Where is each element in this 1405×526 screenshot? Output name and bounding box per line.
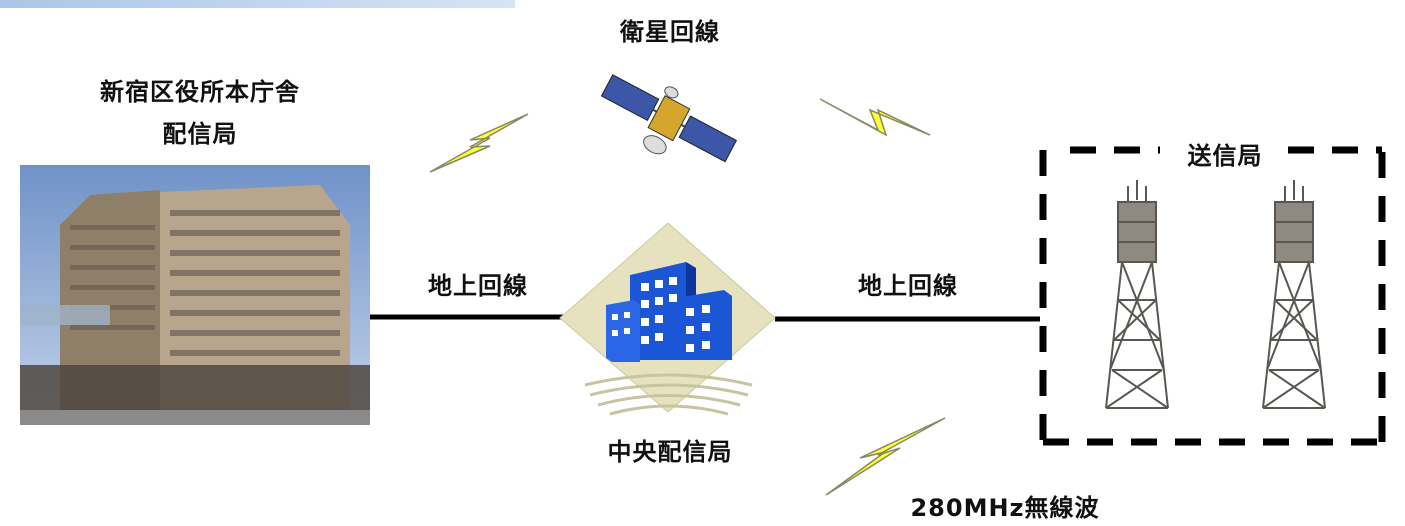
radio-tower-icon xyxy=(1105,180,1169,409)
ground-link-left-label: 地上回線 xyxy=(428,272,528,300)
central-station-label: 中央配信局 xyxy=(607,438,733,466)
hq-building-photo xyxy=(20,165,370,425)
transmit-station-label: 送信局 xyxy=(1165,136,1285,171)
hq-station-label-line2: 配信局 xyxy=(162,120,238,148)
lightning-bolt-icon xyxy=(429,113,529,173)
header-accent-bar xyxy=(0,0,515,8)
radio-wave-label: 280MHz無線波 xyxy=(910,494,1100,522)
satellite-link-label: 衛星回線 xyxy=(620,18,720,46)
lightning-bolt-icon xyxy=(819,98,931,137)
hq-station-label-line1: 新宿区役所本庁舎 xyxy=(100,78,300,106)
transmit-station-box xyxy=(1039,146,1386,446)
lightning-bolt-icon xyxy=(825,417,946,496)
radio-tower-icon xyxy=(1262,180,1326,409)
ground-link-right-label: 地上回線 xyxy=(858,272,958,300)
satellite-icon xyxy=(600,74,738,163)
office-building-icon xyxy=(559,222,776,416)
